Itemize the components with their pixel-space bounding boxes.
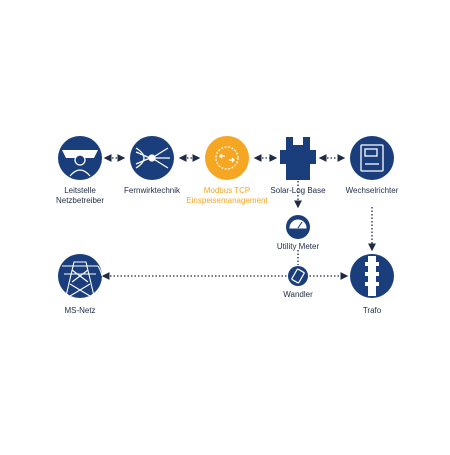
label-modbus: Modbus TCP Einspeisemanagement — [186, 186, 267, 206]
label-leitstelle: Leitstelle Netzbetreiber — [56, 186, 104, 206]
label-leitstelle-line2: Netzbetreiber — [55, 196, 105, 205]
label-solarlog: Solar-Log Base — [270, 186, 326, 195]
label-modbus-line2: Einspeisemanagement — [186, 196, 268, 205]
label-msnetz: MS-Netz — [64, 306, 96, 315]
node-fernwirktechnik — [130, 136, 174, 180]
node-solarlog — [280, 137, 316, 180]
label-wandler: Wandler — [283, 290, 313, 299]
solar-log-device-icon — [280, 137, 316, 180]
node-trafo — [350, 254, 394, 298]
node-wandler — [288, 266, 308, 286]
node-msnetz — [58, 254, 103, 298]
transformer-icon — [365, 256, 379, 296]
node-leitstelle — [58, 136, 102, 180]
label-modbus-line1: Modbus TCP — [203, 186, 251, 195]
modbus-arrows-icon — [215, 146, 239, 170]
satellite-dish-icon — [135, 147, 170, 169]
label-trafo: Trafo — [362, 306, 382, 315]
inverter-icon — [360, 144, 384, 172]
node-utility-meter — [286, 215, 310, 239]
label-leitstelle-line1: Leitstelle — [64, 186, 96, 195]
label-wechselrichter: Wechselrichter — [345, 186, 399, 195]
transformer-clamp-icon — [291, 268, 305, 284]
label-utility-meter: Utility Meter — [276, 242, 320, 251]
node-wechselrichter — [350, 136, 394, 180]
operator-icon — [62, 150, 98, 177]
power-pylon-icon — [62, 261, 103, 297]
node-modbus — [205, 136, 249, 180]
meter-gauge-icon — [289, 219, 307, 229]
label-fernwirktechnik: Fernwirktechnik — [123, 186, 181, 195]
